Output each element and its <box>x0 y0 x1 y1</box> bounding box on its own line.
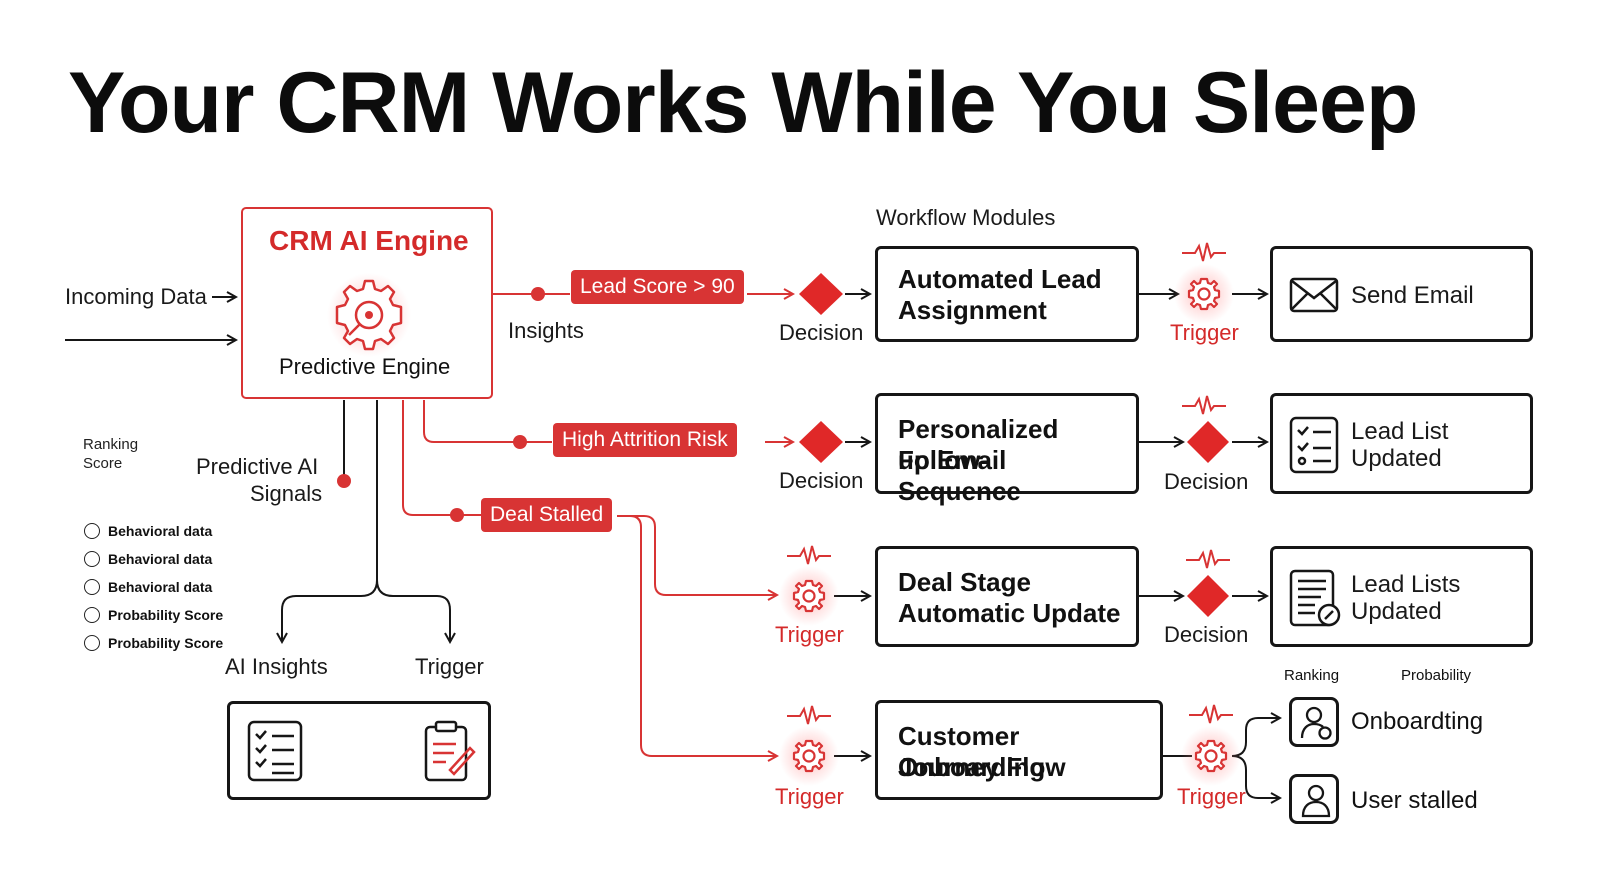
engine-gear-icon <box>327 273 411 357</box>
red-branches <box>402 294 793 756</box>
checklist-icon <box>247 720 303 782</box>
trigger-label-3: Trigger <box>775 784 844 809</box>
output-label: Lead List <box>1351 418 1449 445</box>
user-icon <box>1301 784 1331 818</box>
ai-insights-label: AI Insights <box>225 654 328 679</box>
module-title-line: Automatic Update <box>898 598 1121 628</box>
incoming-arrows <box>65 297 236 340</box>
crm-ai-engine-box[interactable]: CRM AI Engine Predictive Engine <box>241 207 493 399</box>
onboarding-user-icon-box <box>1289 697 1339 747</box>
ranking-score-label-2: Score <box>83 455 123 472</box>
trigger-gears <box>779 242 1241 786</box>
chart-circle-icon <box>84 607 100 623</box>
legend-item: Behavioral data <box>84 551 212 567</box>
module-personalized-follow-up[interactable]: Personalized Follow- up Email Sequence <box>875 393 1139 506</box>
user-stalled-label: User stalled <box>1351 787 1478 814</box>
predictive-signals-label-1: Predictive AI <box>196 454 319 479</box>
trigger-label-4: Trigger <box>1177 784 1246 809</box>
output-lead-list-updated[interactable]: Lead List Updated <box>1270 393 1533 494</box>
module-title-line: Journey Flow <box>898 752 1066 782</box>
insights-label: Insights <box>508 318 584 343</box>
engine-down-connectors <box>282 400 450 642</box>
output-label: Updated <box>1351 445 1442 472</box>
module-title-line: Automated Lead <box>898 264 1102 294</box>
probability-label: Probability <box>1401 667 1472 684</box>
ai-insights-box[interactable] <box>227 701 491 800</box>
envelope-icon <box>1289 277 1339 313</box>
output-label: Updated <box>1351 598 1442 625</box>
decision-label-4: Decision <box>1164 622 1249 647</box>
legend-item: Behavioral data <box>84 523 212 539</box>
module-title-line: Assignment <box>898 295 1047 325</box>
module-deal-stage-update[interactable]: Deal Stage Automatic Update <box>875 546 1139 647</box>
output-lead-lists-updated[interactable]: Lead Lists Updated <box>1270 546 1533 647</box>
module-customer-onboarding[interactable]: Customer Onboarding Journey Flow <box>875 700 1163 800</box>
page-title: Your CRM Works While You Sleep <box>68 55 1418 151</box>
output-label: Send Email <box>1351 282 1474 309</box>
deal-stalled-pill[interactable]: Deal Stalled <box>481 498 613 532</box>
attrition-risk-pill[interactable]: High Attrition Risk <box>553 423 737 457</box>
face-circle-icon <box>84 579 100 595</box>
module-title-line: Deal Stage <box>898 567 1031 597</box>
trigger-label-left: Trigger <box>415 654 484 679</box>
module-title-line: Personalized Follow- <box>898 414 1059 475</box>
document-icon <box>1289 569 1341 627</box>
lead-score-pill[interactable]: Lead Score > 90 <box>571 270 744 304</box>
legend-item: Probability Score <box>84 607 223 623</box>
module-title-line: Customer Onboarding <box>898 721 1046 782</box>
decision-diamonds <box>799 273 1229 617</box>
decision-label-2: Decision <box>779 468 864 493</box>
user-settings-icon <box>1300 706 1332 740</box>
trigger-label-1: Trigger <box>1170 320 1239 345</box>
decision-label-1: Decision <box>779 320 864 345</box>
output-label: Lead Lists <box>1351 571 1461 598</box>
output-send-email[interactable]: Send Email <box>1270 246 1533 342</box>
module-title-line: up Email Sequence <box>898 445 1021 506</box>
phone-circle-icon <box>84 551 100 567</box>
face-circle-icon <box>84 635 100 651</box>
branch-dots <box>450 287 545 522</box>
legend-item: Probability Score <box>84 635 223 651</box>
legend-item: Behavioral data <box>84 579 212 595</box>
signal-dot <box>337 474 351 488</box>
clipboard-icon <box>424 720 476 782</box>
incoming-data-label: Incoming Data <box>65 284 207 309</box>
user-circle-icon <box>84 523 100 539</box>
predictive-signals-label-2: Signals <box>250 481 323 506</box>
engine-subtitle: Predictive Engine <box>279 354 451 379</box>
engine-title: CRM AI Engine <box>269 225 469 256</box>
stalled-user-icon-box <box>1289 774 1339 824</box>
onboarding-label: Onboardting <box>1351 708 1484 735</box>
trigger-label-2: Trigger <box>775 622 844 647</box>
workflow-modules-header: Workflow Modules <box>876 205 1056 230</box>
module-automated-lead-assignment[interactable]: Automated Lead Assignment <box>875 246 1139 342</box>
decision-label-3: Decision <box>1164 469 1249 494</box>
ranking-score-label-1: Ranking <box>83 436 139 453</box>
ranking-label: Ranking <box>1284 667 1340 684</box>
checklist-icon <box>1289 416 1339 474</box>
